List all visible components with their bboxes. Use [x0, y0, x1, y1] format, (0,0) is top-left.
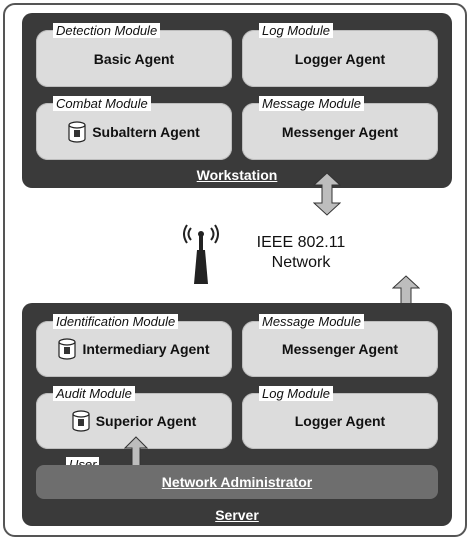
network-label: IEEE 802.11 Network	[226, 233, 376, 273]
server-logger-agent-label: Logger Agent	[294, 413, 386, 429]
server-message-module-label: Message Module	[259, 314, 364, 329]
superior-agent-label: Superior Agent	[95, 413, 197, 429]
network-administrator-bar: Network Administrator	[36, 465, 438, 499]
database-icon	[72, 410, 90, 432]
database-icon	[58, 338, 77, 360]
messenger-agent-box: Messenger Agent	[242, 103, 438, 160]
server-panel: Intermediary Agent Identification Module…	[22, 303, 452, 526]
combat-module-label: Combat Module	[53, 96, 151, 111]
audit-module-label: Audit Module	[53, 386, 135, 401]
detection-module-label: Detection Module	[53, 23, 161, 38]
network-administrator-label: Network Administrator	[161, 474, 313, 490]
server-messenger-agent-box: Messenger Agent	[242, 321, 438, 377]
workstation-caption: Workstation	[196, 167, 278, 183]
basic-agent-box: Basic Agent	[36, 30, 232, 87]
workstation-network-arrow	[313, 172, 341, 216]
message-module-label: Message Module	[259, 96, 364, 111]
subaltern-agent-label: Subaltern Agent	[92, 123, 200, 140]
workstation-panel: Basic Agent Detection Module Logger Agen…	[22, 13, 452, 188]
network-word-text: Network	[271, 254, 331, 271]
network-standard-text: IEEE 802.11	[256, 234, 346, 251]
server-messenger-agent-label: Messenger Agent	[281, 341, 399, 357]
server-logger-agent-box: Logger Agent	[242, 393, 438, 449]
intermediary-agent-box: Intermediary Agent	[36, 321, 232, 377]
intermediary-agent-label: Intermediary Agent	[82, 341, 210, 357]
server-log-module-label: Log Module	[259, 386, 333, 401]
basic-agent-label: Basic Agent	[93, 50, 175, 67]
antenna-icon	[183, 224, 219, 284]
messenger-agent-label: Messenger Agent	[281, 123, 399, 140]
server-caption: Server	[215, 507, 259, 523]
identification-module-label: Identification Module	[53, 314, 179, 329]
subaltern-agent-box: Subaltern Agent	[36, 103, 232, 160]
logger-agent-box: Logger Agent	[242, 30, 438, 87]
log-module-label: Log Module	[259, 23, 333, 38]
logger-agent-label: Logger Agent	[294, 50, 386, 67]
superior-agent-box: Superior Agent	[36, 393, 232, 449]
database-icon	[68, 120, 86, 143]
